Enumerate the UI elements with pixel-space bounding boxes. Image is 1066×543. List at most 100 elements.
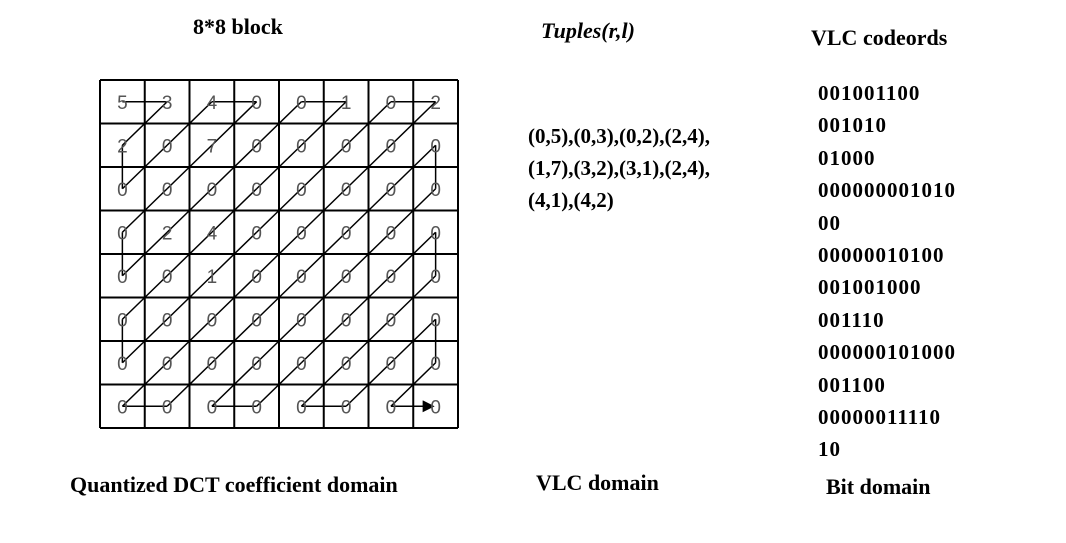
coefficient-value: 0 bbox=[117, 310, 128, 331]
coefficient-value: 0 bbox=[117, 223, 128, 244]
coefficient-value: 0 bbox=[386, 267, 397, 288]
zigzag-segment bbox=[166, 318, 213, 364]
zigzag-segment bbox=[390, 144, 437, 190]
zigzag-segment bbox=[256, 144, 302, 190]
coefficient-value: 1 bbox=[207, 267, 218, 288]
zigzag-segment bbox=[211, 318, 258, 364]
coefficient-value: 0 bbox=[162, 180, 173, 201]
zigzag-segment bbox=[166, 275, 213, 320]
coefficient-value: 0 bbox=[117, 267, 128, 288]
coefficient-value: 0 bbox=[430, 180, 441, 201]
zigzag-segment bbox=[345, 318, 392, 364]
zigzag-segment bbox=[256, 188, 302, 233]
zigzag-segment bbox=[121, 362, 168, 407]
zigzag-segment bbox=[390, 188, 437, 233]
codeword: 001110 bbox=[818, 307, 885, 332]
coefficient-value: 0 bbox=[386, 223, 397, 244]
zigzag-segment bbox=[166, 362, 213, 407]
tuples-line: (0,5),(0,3),(0,2),(2,4), bbox=[528, 124, 710, 148]
coefficient-value: 0 bbox=[430, 223, 441, 244]
codeword: 00000010100 bbox=[818, 243, 945, 268]
zigzag-segment bbox=[121, 231, 168, 277]
dct-domain-label: Quantized DCT coefficient domain bbox=[70, 472, 398, 497]
coefficient-value: 0 bbox=[251, 397, 262, 418]
codeword: 001001100 bbox=[818, 81, 921, 105]
coefficient-value: 0 bbox=[251, 310, 262, 331]
zigzag-segment bbox=[256, 318, 302, 364]
zigzag-segment bbox=[300, 275, 347, 320]
codeword: 001100 bbox=[818, 372, 886, 397]
coefficient-value: 5 bbox=[117, 93, 128, 114]
coefficient-value: 2 bbox=[162, 223, 173, 244]
codeword: 01000 bbox=[818, 145, 876, 170]
codeword: 001010 bbox=[818, 113, 887, 138]
zigzag-segment bbox=[121, 144, 168, 190]
coefficient-value: 0 bbox=[296, 310, 307, 331]
coefficient-value: 0 bbox=[341, 267, 352, 288]
coefficient-value: 0 bbox=[251, 223, 262, 244]
coefficient-value: 0 bbox=[296, 397, 307, 418]
zigzag-segment bbox=[300, 318, 347, 364]
coefficient-value: 7 bbox=[207, 136, 218, 157]
coefficient-value: 0 bbox=[296, 354, 307, 375]
coefficient-value: 0 bbox=[162, 136, 173, 157]
zigzag-segment bbox=[345, 144, 392, 190]
coefficient-value: 0 bbox=[386, 180, 397, 201]
zigzag-segment bbox=[166, 188, 213, 233]
coefficient-value: 0 bbox=[162, 397, 173, 418]
coefficient-value: 0 bbox=[430, 136, 441, 157]
coefficient-value: 0 bbox=[296, 180, 307, 201]
zigzag-segment bbox=[121, 318, 168, 364]
coefficient-value: 0 bbox=[296, 223, 307, 244]
zigzag-segment bbox=[300, 188, 347, 233]
tuples-list: (0,5),(0,3),(0,2),(2,4), (1,7),(3,2),(3,… bbox=[528, 120, 710, 216]
zigzag-segment bbox=[345, 231, 392, 277]
coefficient-value: 1 bbox=[341, 93, 352, 114]
zigzag-scan-path bbox=[121, 101, 437, 413]
zigzag-segment bbox=[300, 101, 347, 146]
coefficient-value: 0 bbox=[162, 310, 173, 331]
zigzag-segment bbox=[390, 275, 437, 320]
zigzag-segment bbox=[390, 101, 437, 146]
coefficient-value: 0 bbox=[430, 397, 441, 418]
zigzag-segment bbox=[166, 231, 213, 277]
coefficient-value: 2 bbox=[430, 93, 441, 114]
zigzag-segment bbox=[121, 275, 168, 320]
coefficient-value: 0 bbox=[251, 354, 262, 375]
codeword: 000000101000 bbox=[818, 340, 956, 365]
zigzag-segment bbox=[211, 188, 258, 233]
coefficient-value: 0 bbox=[430, 310, 441, 331]
coefficient-value: 0 bbox=[251, 180, 262, 201]
coefficient-value: 2 bbox=[117, 136, 128, 157]
coefficient-value: 0 bbox=[251, 136, 262, 157]
zigzag-segment bbox=[345, 188, 392, 233]
zigzag-segment bbox=[256, 275, 302, 320]
zigzag-segment bbox=[390, 362, 437, 407]
zigzag-segment bbox=[121, 188, 168, 233]
coefficient-value: 0 bbox=[162, 354, 173, 375]
vlc-codewords-title: VLC codeords bbox=[811, 25, 948, 50]
coefficient-value: 0 bbox=[162, 267, 173, 288]
codeword: 001001000 bbox=[818, 275, 922, 300]
zigzag-segment bbox=[256, 362, 302, 407]
block-title: 8*8 block bbox=[193, 14, 283, 39]
zigzag-segment bbox=[211, 231, 258, 277]
tuples-line: (4,1),(4,2) bbox=[528, 188, 614, 212]
coefficient-value: 0 bbox=[341, 136, 352, 157]
codeword: 00 bbox=[818, 210, 841, 235]
zigzag-segment bbox=[300, 362, 347, 407]
vlc-domain-label: VLC domain bbox=[536, 470, 659, 495]
coefficient-value: 3 bbox=[162, 93, 173, 114]
codeword: 000000001010 bbox=[818, 178, 956, 203]
coefficient-value: 0 bbox=[341, 180, 352, 201]
coefficient-value: 0 bbox=[296, 136, 307, 157]
coefficient-value: 4 bbox=[207, 223, 218, 244]
coefficient-value: 0 bbox=[341, 397, 352, 418]
zigzag-segment bbox=[166, 144, 213, 190]
coefficient-value: 0 bbox=[251, 93, 262, 114]
coefficient-value: 0 bbox=[386, 310, 397, 331]
coefficient-value: 0 bbox=[207, 310, 218, 331]
zigzag-segment bbox=[390, 318, 437, 364]
